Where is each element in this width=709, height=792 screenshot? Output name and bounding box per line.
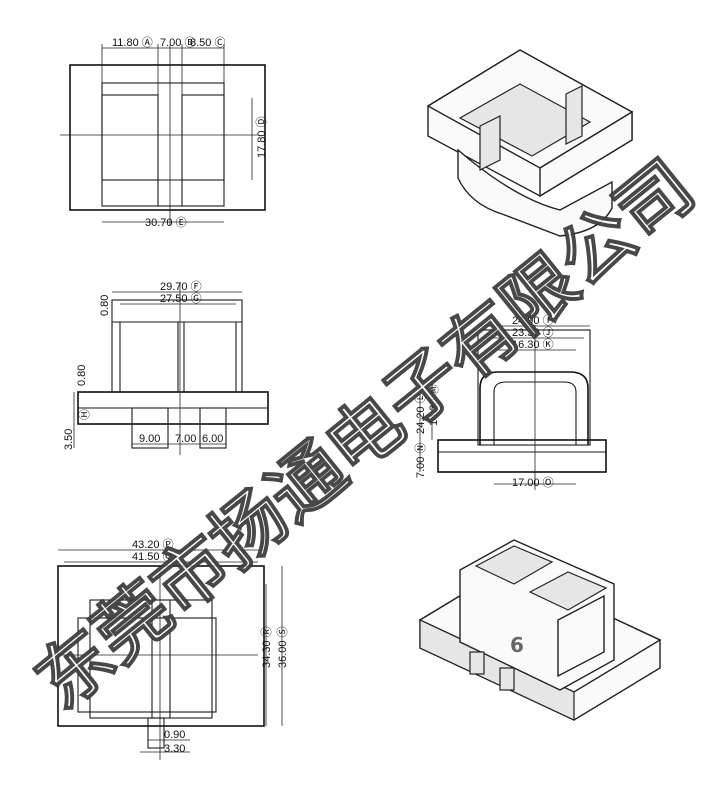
dim-pin-t: 0.90	[164, 729, 185, 741]
dim-b: 7.00 Ⓑ	[160, 36, 195, 49]
iso-view-bottom	[418, 539, 662, 721]
front-view-foot-left	[131, 407, 169, 449]
front-view: 29.70 Ⓕ 27.50 Ⓖ 0.80 0.80 Ⓗ 3.50 9.00 7.…	[63, 280, 269, 455]
bottom-view: 43.20 Ⓟ 41.50 Ⓠ 34.30 Ⓡ 36.00 Ⓢ 0.90 3.3…	[48, 538, 289, 760]
top-view: 11.80 Ⓐ 7.00 Ⓑ 8.50 Ⓒ 17.80 Ⓓ 30.70 Ⓔ	[60, 36, 268, 229]
dim-r: 34.30 Ⓡ	[260, 626, 273, 668]
dim-g: 27.50 Ⓖ	[160, 292, 202, 305]
page-number: 6	[510, 633, 524, 657]
dim-t2: 0.80	[76, 365, 88, 386]
front-view-body	[111, 299, 243, 393]
side-view: 24.90 Ⓘ 23.30 Ⓙ 16.30 Ⓚ 24.20 Ⓛ 14.30 Ⓜ …	[414, 314, 607, 490]
dim-e: 30.70 Ⓔ	[145, 216, 187, 229]
bottom-view-body	[77, 617, 217, 713]
dim-h: Ⓗ	[78, 409, 91, 420]
side-view-outer	[477, 329, 591, 446]
dim-a: 11.80 Ⓐ	[112, 36, 153, 49]
dim-w1: 9.00	[139, 433, 160, 445]
dim-pin-w: 3.30	[164, 743, 185, 755]
iso-view-top	[426, 49, 634, 237]
dim-s: 36.00 Ⓢ	[276, 626, 289, 668]
dim-p: 43.20 Ⓟ	[132, 538, 174, 551]
dim-d: 17.80 Ⓓ	[255, 116, 268, 158]
bottom-view-pin	[147, 717, 165, 749]
dim-w2: 7.00	[175, 433, 196, 445]
dim-q: 41.50 Ⓠ	[132, 550, 174, 563]
top-view-window-left	[101, 94, 159, 181]
dim-k: 16.30 Ⓚ	[512, 338, 554, 351]
dim-l: 24.20 Ⓛ	[414, 392, 427, 434]
bottom-view-outline	[57, 565, 265, 727]
top-view-body	[101, 82, 225, 207]
side-view-base	[437, 439, 607, 473]
dim-base-h: 3.50	[63, 429, 75, 450]
dim-o: 17.00 Ⓞ	[512, 476, 554, 489]
top-view-window-right	[181, 94, 225, 181]
dim-j: 23.30 Ⓙ	[512, 326, 554, 339]
dim-i: 24.90 Ⓘ	[512, 314, 554, 327]
top-view-outline	[69, 64, 266, 211]
front-view-foot-right	[199, 407, 227, 449]
dim-f: 29.70 Ⓕ	[160, 280, 202, 293]
dim-n: 7.00 Ⓝ	[414, 443, 427, 478]
dim-t1: 0.80	[99, 295, 111, 316]
dim-m: 14.30 Ⓜ	[427, 384, 440, 426]
dim-c: 8.50 Ⓒ	[190, 36, 225, 49]
side-view-arch	[479, 371, 589, 445]
dim-w3: 6.00	[202, 433, 223, 445]
